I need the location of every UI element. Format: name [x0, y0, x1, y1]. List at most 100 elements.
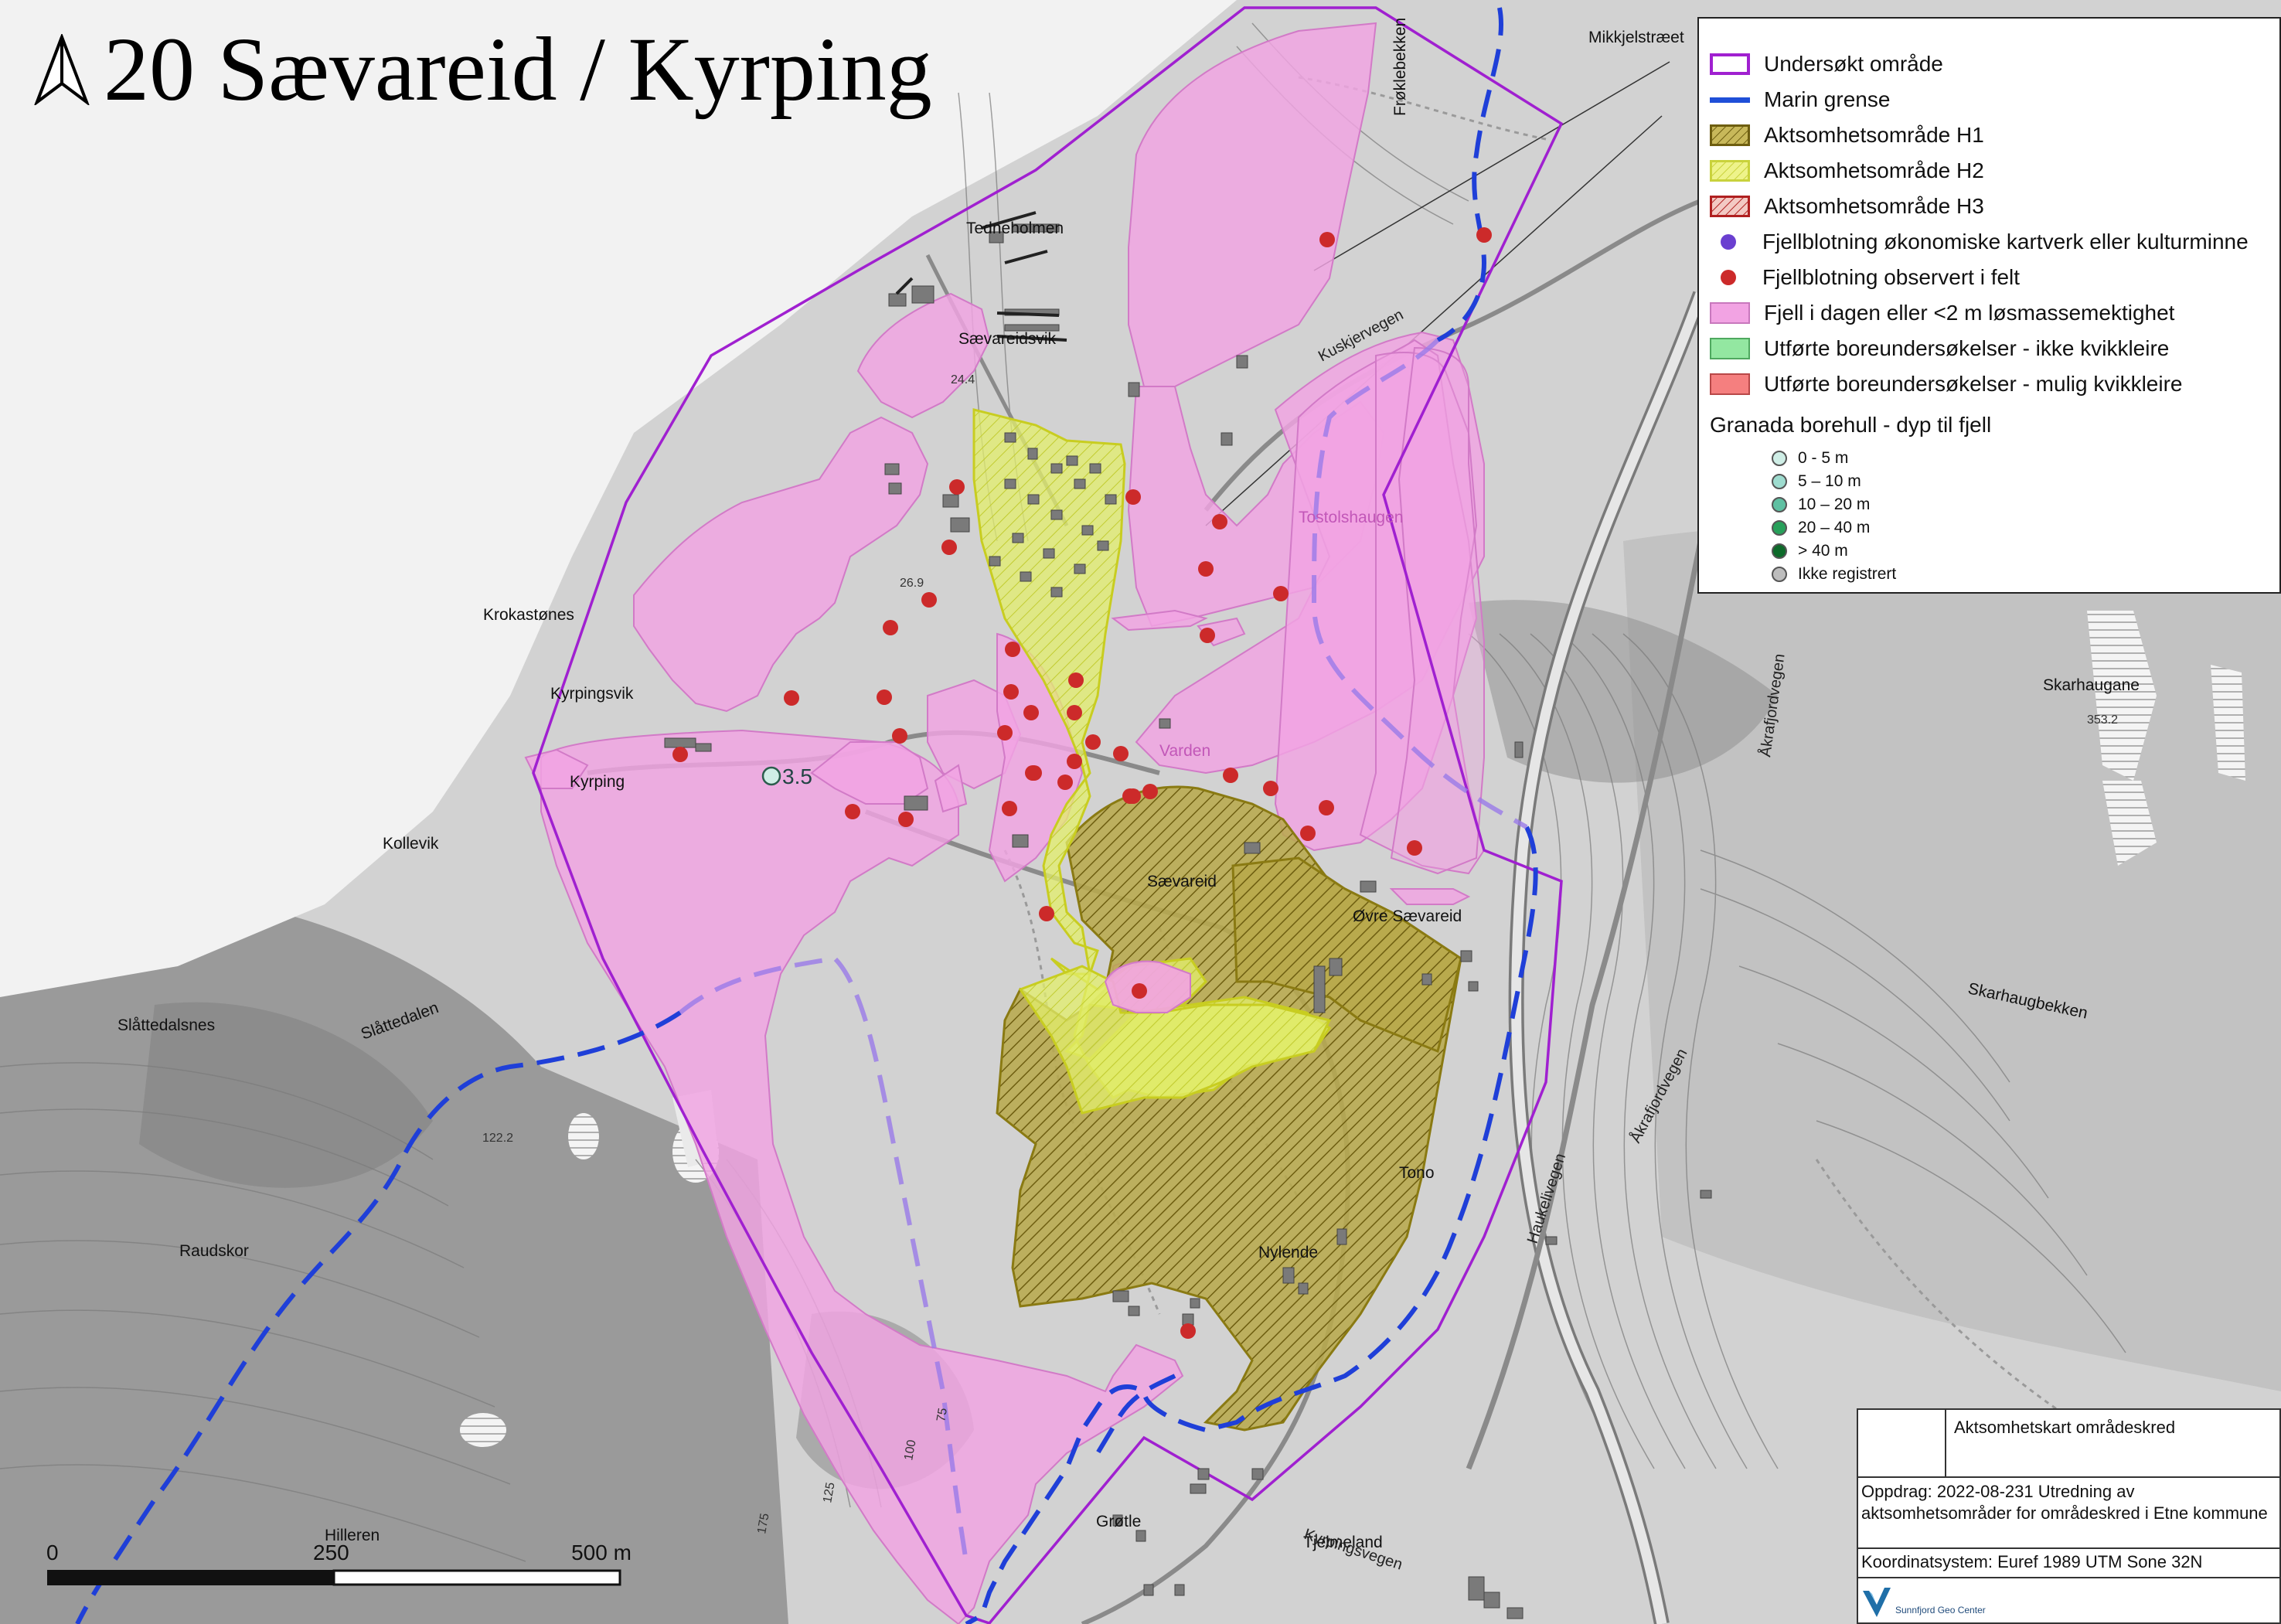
bare-patch — [2087, 611, 2157, 781]
legend-item-h1: Aktsomhetsområde H1 — [1710, 117, 2279, 153]
borehole-point[interactable] — [761, 766, 781, 786]
company-logo-icon — [1863, 1588, 1891, 1617]
place-varden: Varden — [1159, 742, 1210, 760]
legend-borehole-class: 20 – 40 m — [1710, 516, 2279, 540]
title-block-company: Sunnfjord Geo Center — [1861, 1581, 1986, 1620]
place-kyrpingsvik: Kyrpingsvik — [550, 685, 634, 703]
title-block-map-title: Aktsomhetskart områdeskred — [1954, 1418, 2176, 1437]
elevation-spot: 26.9 — [900, 577, 924, 590]
legend-borehole-class: 10 – 20 m — [1710, 493, 2279, 516]
place-kyrping: Kyrping — [570, 773, 625, 791]
marine-limit-faded — [679, 338, 1528, 1562]
hazard-area-h1[interactable] — [996, 785, 1462, 1432]
legend-borehole-class: > 40 m — [1710, 540, 2279, 563]
bare-patch — [460, 1413, 506, 1447]
legend-borehole-class: 5 – 10 m — [1710, 470, 2279, 493]
place-nylende: Nylende — [1258, 1244, 1318, 1261]
title-block-empty-cell — [1858, 1410, 1946, 1476]
company-name: Sunnfjord Geo Center — [1895, 1605, 1986, 1615]
legend-swatch-fill — [1710, 373, 1750, 395]
place-slattedalsnes: Slåttedalsnes — [117, 1016, 215, 1034]
contour-label: 125 — [821, 1481, 837, 1503]
scale-segment-white — [332, 1569, 621, 1586]
legend-label: 5 – 10 m — [1798, 472, 1861, 490]
buildings — [664, 223, 1712, 1619]
place-hilleren: Hilleren — [325, 1527, 380, 1544]
north-arrow-icon — [34, 34, 90, 105]
scale-segment-black — [47, 1570, 335, 1585]
borehole-depth-label: 3.5 — [782, 764, 812, 788]
legend-borehole-class: Ikke registrert — [1710, 563, 2279, 586]
legend-swatch-line — [1710, 97, 1750, 103]
piers — [895, 211, 1067, 342]
legend-swatch-h3 — [1710, 196, 1750, 217]
terrain-ridge — [139, 1002, 433, 1188]
legend-label: Aktsomhetsområde H2 — [1764, 158, 1984, 182]
borehole-class-icon — [1772, 543, 1787, 559]
legend-swatch-outline — [1710, 53, 1750, 75]
legend-label: Utførte boreundersøkelser - mulig kvikkl… — [1764, 372, 2183, 396]
place-krokastones: Krokastønes — [483, 606, 574, 624]
scale-bar: 0 250 500 m — [46, 1541, 632, 1586]
fjord-water — [0, 0, 1237, 997]
legend-item-h2: Aktsomhetsområde H2 — [1710, 153, 2279, 189]
place-skarhaugane: Skarhaugane — [2043, 676, 2140, 694]
place-saevareidsvik: Sævareidsvik — [958, 330, 1057, 348]
legend-item-h3: Aktsomhetsområde H3 — [1710, 189, 2279, 224]
legend-label: > 40 m — [1798, 542, 1848, 560]
bare-patch — [2102, 781, 2157, 866]
map-title: 20 Sævareid / Kyrping — [34, 23, 932, 116]
legend-item-bedrock-area: Fjell i dagen eller <2 m løsmassemektigh… — [1710, 295, 2279, 331]
contour-label: 100 — [902, 1438, 918, 1461]
legend-borehole-class: 0 - 5 m — [1710, 447, 2279, 470]
legend-item-bedrock-field: Fjellblotning observert i felt — [1710, 260, 2279, 295]
legend-item-drilling-possible-quickclay: Utførte boreundersøkelser - mulig kvikkl… — [1710, 366, 2279, 402]
legend-dot — [1721, 234, 1736, 250]
contour-label: 175 — [755, 1512, 771, 1534]
legend-label: Ikke registrert — [1798, 565, 1897, 583]
legend-label: 0 - 5 m — [1798, 449, 1849, 467]
scale-label-500: 500 m — [571, 1541, 632, 1564]
road-akrafjordvegen — [1466, 540, 1704, 1470]
legend-borehole-heading: Granada borehull - dyp til fjell — [1710, 413, 1992, 437]
legend-item-surveyed-area: Undersøkt område — [1710, 46, 2279, 82]
scale-label-0: 0 — [46, 1541, 59, 1564]
borehole-class-icon — [1772, 520, 1787, 536]
observed-bedrock-points[interactable] — [672, 227, 1492, 1339]
place-tedneholmen: Tedneholmen — [966, 220, 1064, 237]
place-kollevik: Kollevik — [383, 835, 439, 853]
elevation-spot: 122.2 — [482, 1132, 513, 1145]
bedrock-area[interactable] — [1104, 960, 1191, 1013]
place-saevareid: Sævareid — [1147, 873, 1217, 890]
legend-label: Fjellblotning observert i felt — [1762, 265, 2021, 289]
legend-swatch-h2 — [1710, 160, 1750, 182]
legend-label: 10 – 20 m — [1798, 495, 1871, 513]
place-ovre-saevareid: Øvre Sævareid — [1353, 907, 1462, 925]
legend-label: Undersøkt område — [1764, 52, 1943, 76]
bare-patch — [568, 1113, 599, 1159]
legend-label: Fjell i dagen eller <2 m løsmassemektigh… — [1764, 301, 2175, 325]
elevation-spot: 353.2 — [2087, 713, 2118, 727]
legend-swatch-h1 — [1710, 124, 1750, 146]
place-mikkjelstraeet: Mikkjelstræet — [1588, 29, 1684, 46]
contour-label: 75 — [935, 1407, 950, 1423]
legend-label: Aktsomhetsområde H1 — [1764, 123, 1984, 147]
legend-item-bedrock-map: Fjellblotning økonomiske kartverk eller … — [1710, 224, 2279, 260]
legend-label: Marin grense — [1764, 87, 1891, 111]
legend-label: Utførte boreundersøkelser - ikke kvikkle… — [1764, 336, 2170, 360]
legend-dot — [1721, 270, 1736, 285]
place-tostolshaugen: Tostolshaugen — [1299, 509, 1403, 526]
legend-item-drilling-no-quickclay: Utførte boreundersøkelser - ikke kvikkle… — [1710, 331, 2279, 366]
place-froklebekken: Frøklebekken — [1391, 18, 1409, 116]
title-block-header: Aktsomhetskart områdeskred — [1858, 1410, 2279, 1478]
marine-limit[interactable] — [75, 7, 1538, 1624]
place-raudskor: Raudskor — [179, 1242, 249, 1260]
legend-label: Fjellblotning økonomiske kartverk eller … — [1762, 230, 2249, 254]
surveyed-area-boundary[interactable] — [532, 6, 1564, 1624]
legend-swatch-fill — [1710, 338, 1750, 359]
legend-item-marine-limit: Marin grense — [1710, 82, 2279, 117]
map-title-text: 20 Sævareid / Kyrping — [104, 19, 932, 120]
bedrock-areas[interactable] — [524, 22, 1486, 1624]
scale-label-250: 250 — [313, 1541, 349, 1564]
place-tono: Tono — [1399, 1164, 1435, 1182]
